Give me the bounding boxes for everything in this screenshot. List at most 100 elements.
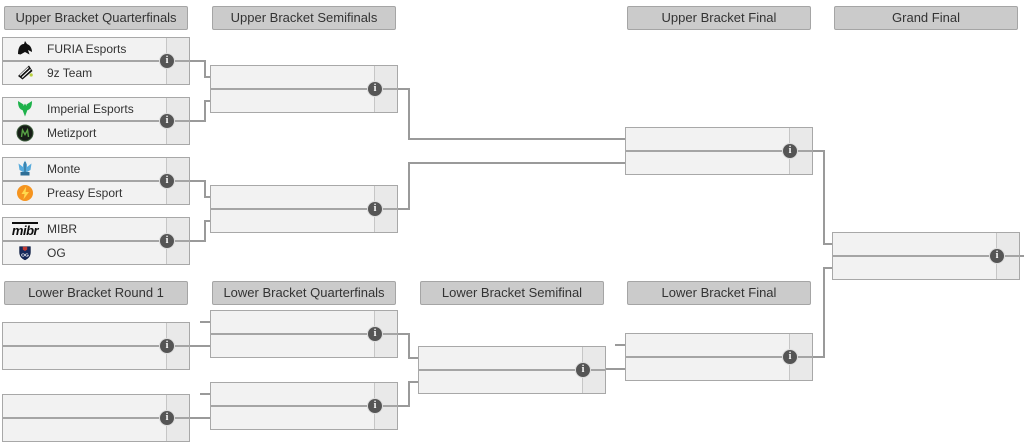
info-icon[interactable]: i: [367, 326, 383, 342]
preasy-logo-icon[interactable]: [3, 184, 47, 202]
team-slot-empty: [3, 395, 165, 417]
round-header-lower-bracket-round-1: Lower Bracket Round 1: [4, 281, 188, 305]
team-slot-empty: [626, 334, 788, 356]
drop-stub-line: [615, 344, 625, 346]
row-divider: [211, 88, 397, 90]
info-icon[interactable]: i: [575, 362, 591, 378]
round-header-upper-bracket-final: Upper Bracket Final: [627, 6, 811, 30]
connector-line: [204, 220, 206, 242]
team-slot-empty: [626, 358, 788, 380]
round-header-lower-bracket-semifinal: Lower Bracket Semifinal: [420, 281, 604, 305]
row-divider: [3, 345, 189, 347]
team-name[interactable]: OG: [47, 246, 66, 260]
connector-line: [823, 267, 832, 269]
team-slot-empty: [833, 233, 995, 255]
row-divider: [3, 120, 189, 122]
team-slot-empty: [211, 407, 373, 429]
match-lower-semifinal: i: [418, 346, 606, 394]
team-slot-empty: [3, 347, 165, 369]
team-slot-empty: [3, 323, 165, 345]
team-slot-empty: [211, 66, 373, 88]
match-upper-semifinal-1: i: [210, 65, 398, 113]
round-header-lower-bracket-quarterfinals: Lower Bracket Quarterfinals: [212, 281, 396, 305]
monte-logo-icon[interactable]: [3, 160, 47, 178]
imperial-logo-icon[interactable]: [3, 100, 47, 118]
round-header-upper-bracket-quarterfinals: Upper Bracket Quarterfinals: [4, 6, 188, 30]
row-divider: [3, 417, 189, 419]
furia-logo-icon[interactable]: [3, 40, 47, 58]
connector-line: [204, 180, 206, 198]
info-icon[interactable]: i: [367, 398, 383, 414]
svg-text:OG: OG: [21, 253, 29, 259]
info-icon[interactable]: i: [159, 410, 175, 426]
team-name[interactable]: Preasy Esport: [47, 186, 123, 200]
connector-line: [408, 138, 625, 140]
team-row[interactable]: Preasy Esport: [3, 182, 165, 204]
connector-line: [398, 405, 410, 407]
connector-line: [813, 356, 825, 358]
team-slot-empty: [419, 347, 581, 369]
match-upper-quarterfinal-3: Monte Preasy Esport i: [2, 157, 190, 205]
team-name[interactable]: MIBR: [47, 222, 77, 236]
connector-line: [204, 196, 210, 198]
mibr-logo-icon[interactable]: mibr: [11, 221, 39, 238]
team-row[interactable]: OG OG: [3, 242, 165, 264]
connector-line: [398, 208, 410, 210]
connector-line: [204, 76, 210, 78]
connector-line: [606, 368, 625, 370]
drop-stub-line: [200, 321, 210, 323]
info-icon[interactable]: i: [159, 53, 175, 69]
team-name[interactable]: FURIA Esports: [47, 42, 127, 56]
match-lower-round1-2: i: [2, 394, 190, 442]
connector-line: [408, 357, 418, 359]
connector-line: [398, 88, 410, 90]
row-divider: [833, 255, 1019, 257]
info-icon[interactable]: i: [367, 81, 383, 97]
row-divider: [3, 60, 189, 62]
team-name[interactable]: Metizport: [47, 126, 97, 140]
connector-line: [813, 150, 825, 152]
team-slot-empty: [211, 335, 373, 357]
info-icon[interactable]: i: [159, 233, 175, 249]
team-row[interactable]: Imperial Esports: [3, 98, 165, 120]
connector-line: [190, 240, 206, 242]
row-divider: [626, 356, 812, 358]
team-row[interactable]: Monte: [3, 158, 165, 180]
team-slot-empty: [626, 152, 788, 174]
team-name[interactable]: Monte: [47, 162, 81, 176]
connector-line: [204, 100, 210, 102]
connector-line: [190, 417, 210, 419]
match-upper-final: i: [625, 127, 813, 175]
round-header-grand-final: Grand Final: [834, 6, 1018, 30]
team-slot-empty: [211, 311, 373, 333]
info-icon[interactable]: i: [367, 201, 383, 217]
info-icon[interactable]: i: [159, 113, 175, 129]
row-divider: [3, 240, 189, 242]
team-row[interactable]: Metizport: [3, 122, 165, 144]
team-row[interactable]: FURIA Esports: [3, 38, 165, 60]
team-name[interactable]: Imperial Esports: [47, 102, 134, 116]
match-grand-final: i: [832, 232, 1020, 280]
og-logo-icon[interactable]: OG: [3, 244, 47, 262]
connector-line: [190, 180, 206, 182]
connector-line: [823, 243, 832, 245]
info-icon[interactable]: i: [782, 143, 798, 159]
info-icon[interactable]: i: [159, 338, 175, 354]
connector-line: [204, 60, 206, 78]
connector-line: [204, 100, 206, 122]
team-name[interactable]: 9z Team: [47, 66, 93, 80]
info-icon[interactable]: i: [782, 349, 798, 365]
match-lower-final: i: [625, 333, 813, 381]
connector-line: [408, 162, 625, 164]
9z-team-logo-icon[interactable]: [3, 64, 47, 82]
team-row[interactable]: 9z Team: [3, 62, 165, 84]
team-row[interactable]: mibr MIBR: [3, 218, 165, 240]
match-upper-quarterfinal-4: mibr MIBR OG OG i: [2, 217, 190, 265]
team-slot-empty: [419, 371, 581, 393]
info-icon[interactable]: i: [989, 248, 1005, 264]
row-divider: [211, 333, 397, 335]
info-icon[interactable]: i: [159, 173, 175, 189]
team-slot-empty: [3, 419, 165, 441]
metizport-logo-icon[interactable]: [3, 124, 47, 142]
